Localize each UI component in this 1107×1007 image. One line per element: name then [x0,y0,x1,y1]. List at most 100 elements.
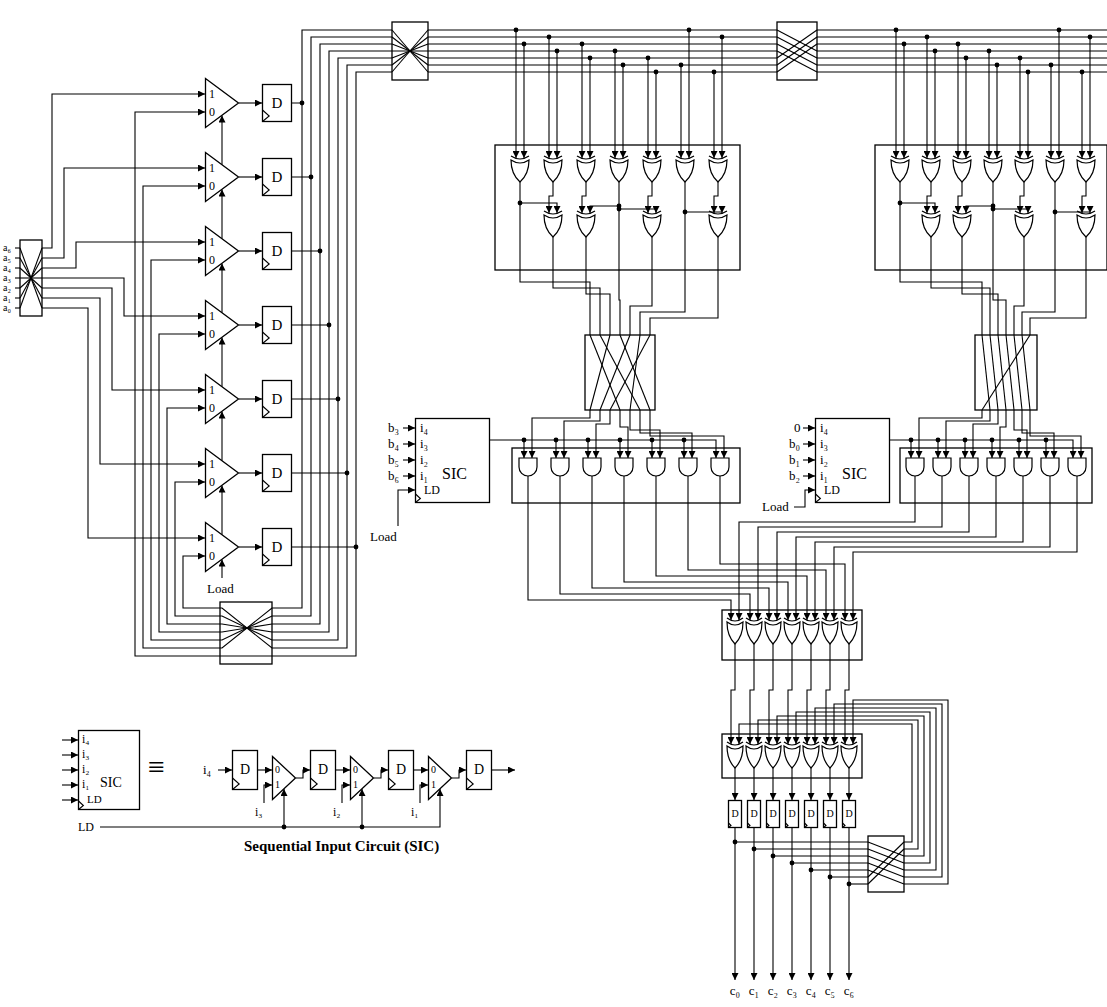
signal-wire [336,769,350,770]
xor-gate [765,622,781,644]
crossbar-wire [20,248,42,308]
xor-gate [511,160,529,182]
crossbar-wire [620,335,650,410]
node-text: 0 [209,180,215,192]
input-wire [403,443,415,444]
xor-gate [610,160,628,182]
clock-symbol [824,823,827,828]
tap-wire [1089,37,1090,158]
xor-gate [822,746,838,768]
crossbar-wire [868,849,904,863]
bus-wire [428,64,777,65]
tap-wire [523,44,524,158]
xor-gate [1015,215,1033,237]
multiplexer: 01 [428,756,452,800]
node-text: 0 [353,765,358,775]
wire [973,410,998,458]
wire [685,212,722,213]
wire [772,768,773,800]
xor-gate [953,160,971,182]
input-signal-label: b₃ [388,421,399,434]
xor-gate-arc [727,742,743,745]
tap-wire [903,44,904,158]
node-text: D [804,809,818,819]
data-wire [42,168,205,258]
junction-dot [933,49,938,54]
wire [791,768,792,800]
node-text: i₁ [420,469,428,482]
wire [717,237,718,270]
wire [848,768,849,800]
wire [619,440,620,458]
clock-symbol [389,778,396,790]
wire [900,270,982,335]
wire [829,768,830,800]
tap-wire [647,58,648,158]
xor-gate-arc [765,618,781,621]
load-wire [100,789,440,827]
xor-gate [1077,160,1095,182]
data-wire [42,288,205,390]
clock-symbol [311,778,318,790]
xor-array-box [495,145,740,270]
feedback-wire [811,869,868,870]
tap-wire [515,30,516,158]
crossbar-box [585,335,655,410]
d-flip-flop: D [466,750,492,790]
output-wire [492,769,515,770]
output-flip-flop: D [804,800,818,828]
signal-wire [183,473,347,648]
xor-gate-arc [746,618,762,621]
tap-wire [680,65,681,158]
xor-gate [746,746,762,768]
crossbar-wire [600,335,640,410]
xor-gate [803,622,819,644]
xor-gate-arc [544,156,562,159]
junction-dot [925,35,930,40]
block-outline [767,801,780,828]
and-array-box [512,448,740,503]
node-text: i₃ [420,437,428,450]
junction-dot [687,28,692,33]
mux-outline [351,757,374,800]
clock-symbol [233,778,240,790]
xor-gate-arc [610,156,628,159]
junction-dot [618,438,623,443]
input-signal-label: b₄ [388,437,399,450]
signal-wire [452,770,466,778]
input-signal-label: 0 [794,421,801,434]
wire [592,476,769,620]
node-text: 0 [209,328,215,340]
signal-wire [296,770,310,778]
input-signal-label: a₄ [3,263,11,273]
and-gate [1068,458,1086,476]
xor-gate-arc [1015,156,1033,159]
crossbar-wire [998,335,1006,410]
xor-gate [727,746,743,768]
output-wire [734,828,735,980]
multiplexer-shape [205,522,239,572]
xor-gate-arc [891,156,909,159]
feedback-wire [815,708,936,870]
and-gate [615,458,633,476]
wire [684,182,685,270]
node-text: D [747,809,761,819]
xor-gate-arc [643,211,661,214]
junction-dot [617,207,622,212]
crossbar-wire [610,335,650,410]
node-text: D [785,809,799,819]
wire [788,644,792,744]
wire [930,237,931,270]
wire [1020,182,1024,213]
select-line [221,338,222,387]
input-wire [15,277,20,278]
junction-dot [1057,28,1062,33]
junction-dot [1053,210,1058,215]
node-text: 0 [209,254,215,266]
mux-outline [429,757,452,800]
output-signal-label: c₄ [801,984,821,997]
xor-gate-arc [676,156,694,159]
wire [961,237,962,270]
xor-gate [841,746,857,768]
output-flip-flop: D [823,800,837,828]
